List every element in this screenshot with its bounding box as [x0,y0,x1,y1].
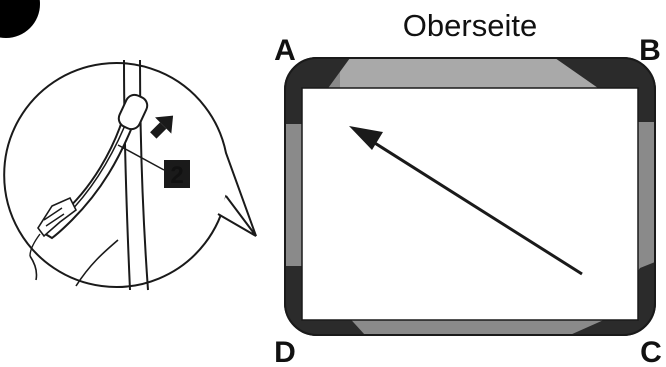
corner-label-a: A [274,34,296,67]
detail-view: 2 [3,59,257,291]
step-badge-circle [0,0,40,38]
strap-tip [117,93,149,131]
frame-diagram: Oberseite A B C D [274,8,662,367]
strap-clasp-detail [29,207,65,257]
diagonal-arrow-icon [349,126,583,276]
up-right-arrow-icon [150,115,174,139]
frame-outline [284,57,656,336]
callout-box [164,160,190,188]
callout-number: 2 [170,162,183,189]
strap-clasp [37,196,78,238]
frame-top-edge [340,58,598,88]
cable-strand-left [123,59,131,291]
corner-label-c: C [640,336,662,367]
cable-strand-right [139,59,149,291]
corner-label-d: D [274,336,296,367]
detail-view-outline [3,62,257,288]
detail-view-pointer [217,195,257,237]
hand-outline [29,239,119,287]
step-badge [0,0,40,38]
corner-label-b: B [639,34,661,67]
callout-leader [117,144,165,171]
top-label: Oberseite [403,8,537,43]
